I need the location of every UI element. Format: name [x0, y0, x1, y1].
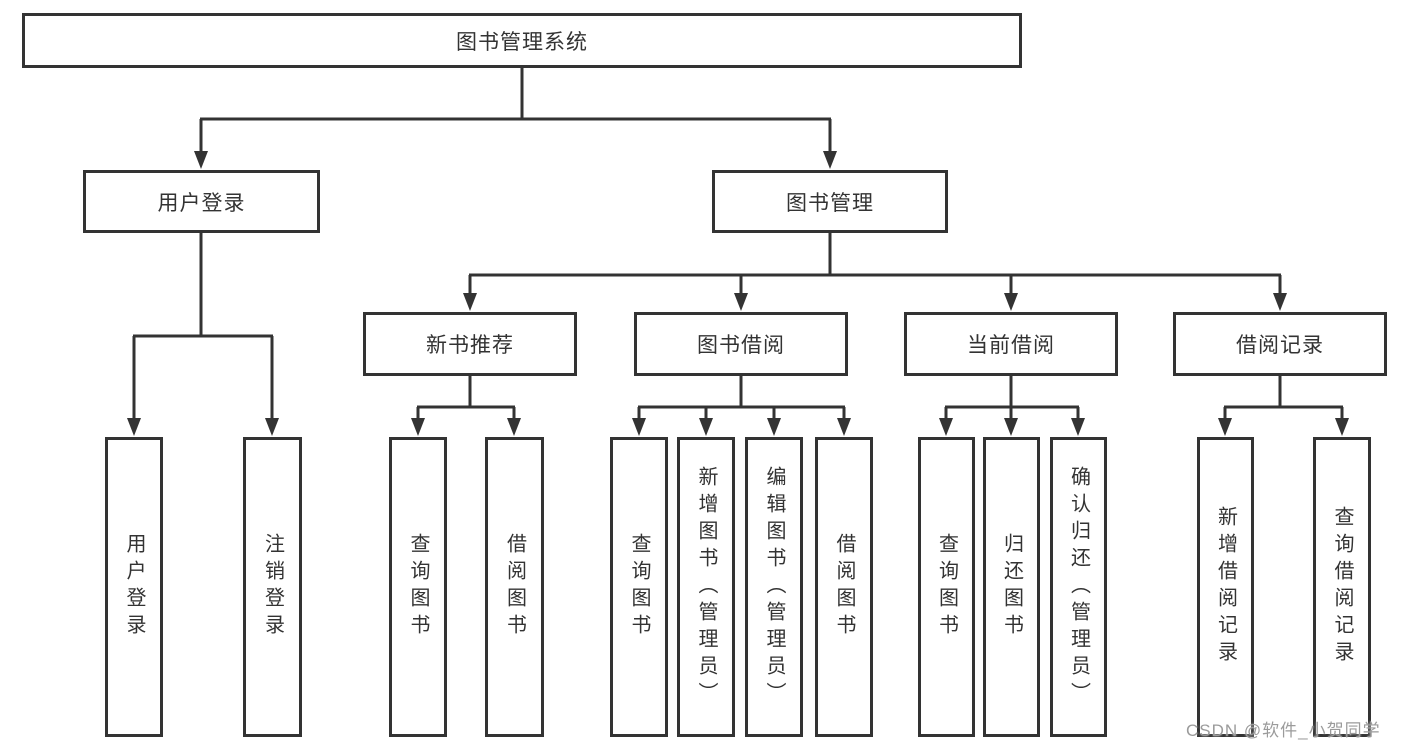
node-book-mgmt: 图书管理 — [712, 170, 948, 233]
node-current-borrow: 当前借阅 — [904, 312, 1118, 376]
leaf-bb-edit-book-admin: 编辑图书（管理员） — [745, 437, 803, 737]
leaf-rec-query-book: 查询图书 — [389, 437, 447, 737]
node-root: 图书管理系统 — [22, 13, 1022, 68]
leaf-user-login: 用户登录 — [105, 437, 163, 737]
leaf-cb-confirm-return-admin: 确认归还（管理员） — [1050, 437, 1107, 737]
leaf-bb-query-book: 查询图书 — [610, 437, 668, 737]
node-new-book-rec: 新书推荐 — [363, 312, 577, 376]
leaf-bb-borrow-book: 借阅图书 — [815, 437, 873, 737]
leaf-bb-add-book-admin: 新增图书（管理员） — [677, 437, 735, 737]
leaf-logout: 注销登录 — [243, 437, 302, 737]
node-user-login: 用户登录 — [83, 170, 320, 233]
node-book-borrow: 图书借阅 — [634, 312, 848, 376]
leaf-cb-query-book: 查询图书 — [918, 437, 975, 737]
node-borrow-record: 借阅记录 — [1173, 312, 1387, 376]
leaf-br-query-record: 查询借阅记录 — [1313, 437, 1371, 737]
leaf-rec-borrow-book: 借阅图书 — [485, 437, 544, 737]
leaf-cb-return-book: 归还图书 — [983, 437, 1040, 737]
leaf-br-add-record: 新增借阅记录 — [1197, 437, 1254, 737]
watermark: CSDN @软件_小贺同学 — [1186, 721, 1381, 740]
